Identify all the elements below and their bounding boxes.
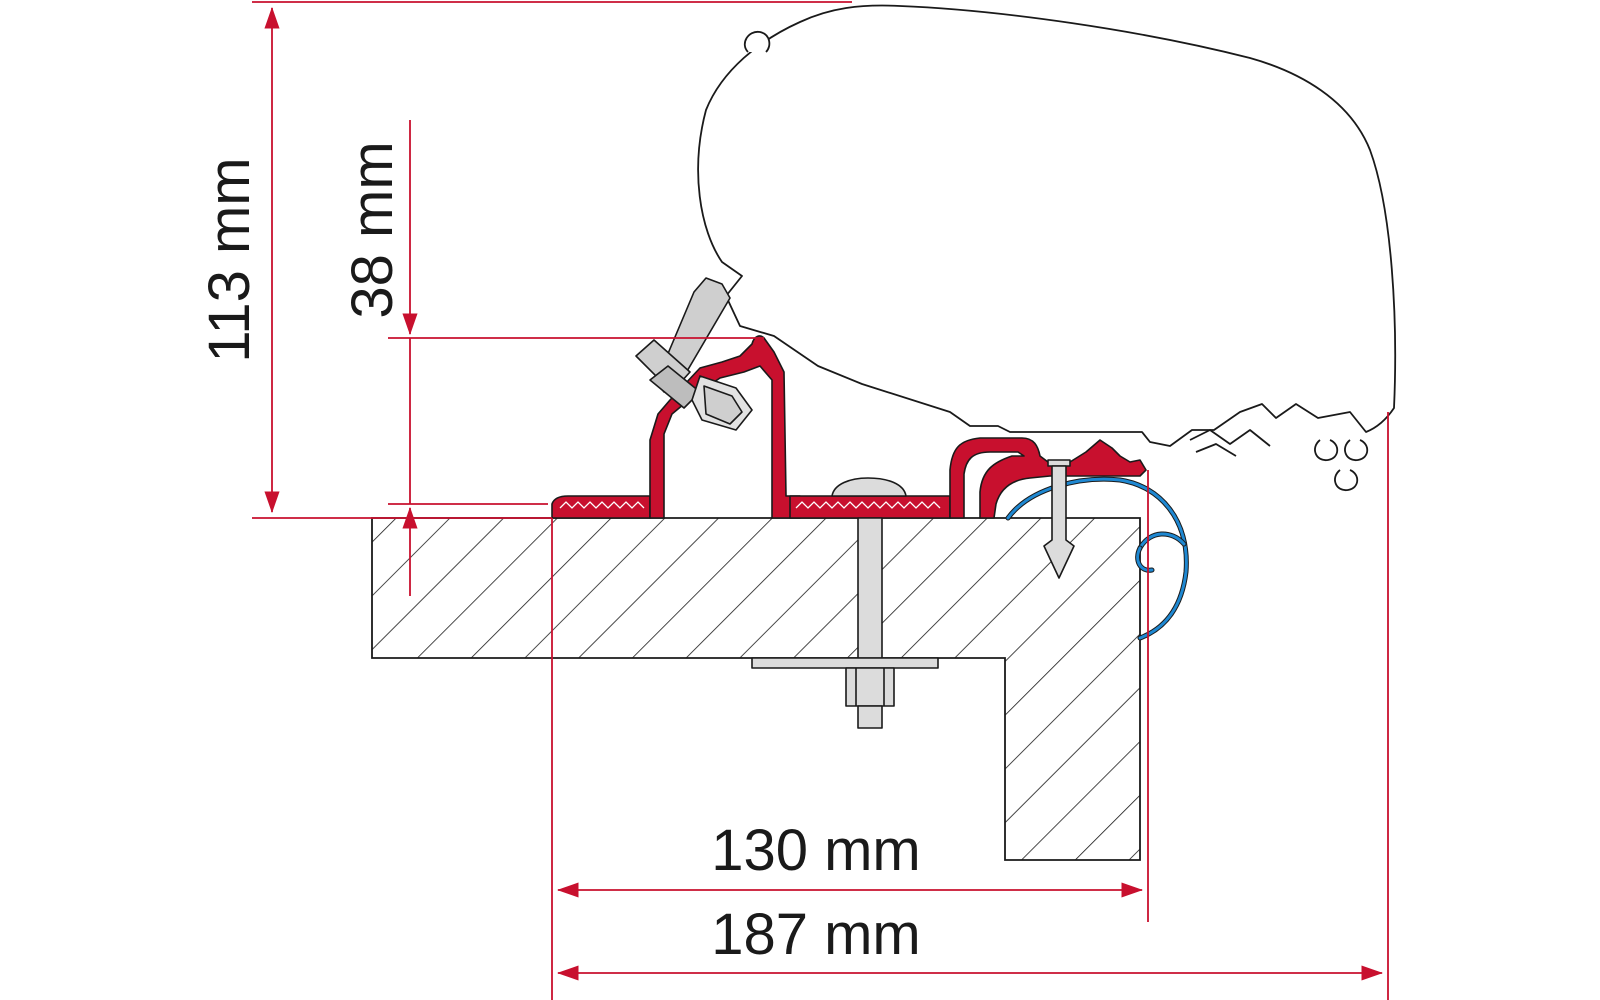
- adapter-clamp-bolt: [635, 277, 753, 431]
- awning-cassette: [697, 4, 1397, 491]
- adapter-serration: [559, 501, 941, 509]
- dim-label-130: 130 mm: [711, 818, 921, 883]
- dim-label-187: 187 mm: [711, 902, 921, 967]
- dimension-lines: [252, 1, 1389, 1000]
- cassette-end-detail: [1189, 429, 1369, 491]
- dim-label-38: 38 mm: [340, 141, 405, 318]
- dim-label-113: 113 mm: [197, 157, 262, 362]
- vehicle-wall-section: [371, 517, 1141, 861]
- fixing-screw: [1043, 459, 1075, 579]
- through-bolt: [751, 477, 939, 729]
